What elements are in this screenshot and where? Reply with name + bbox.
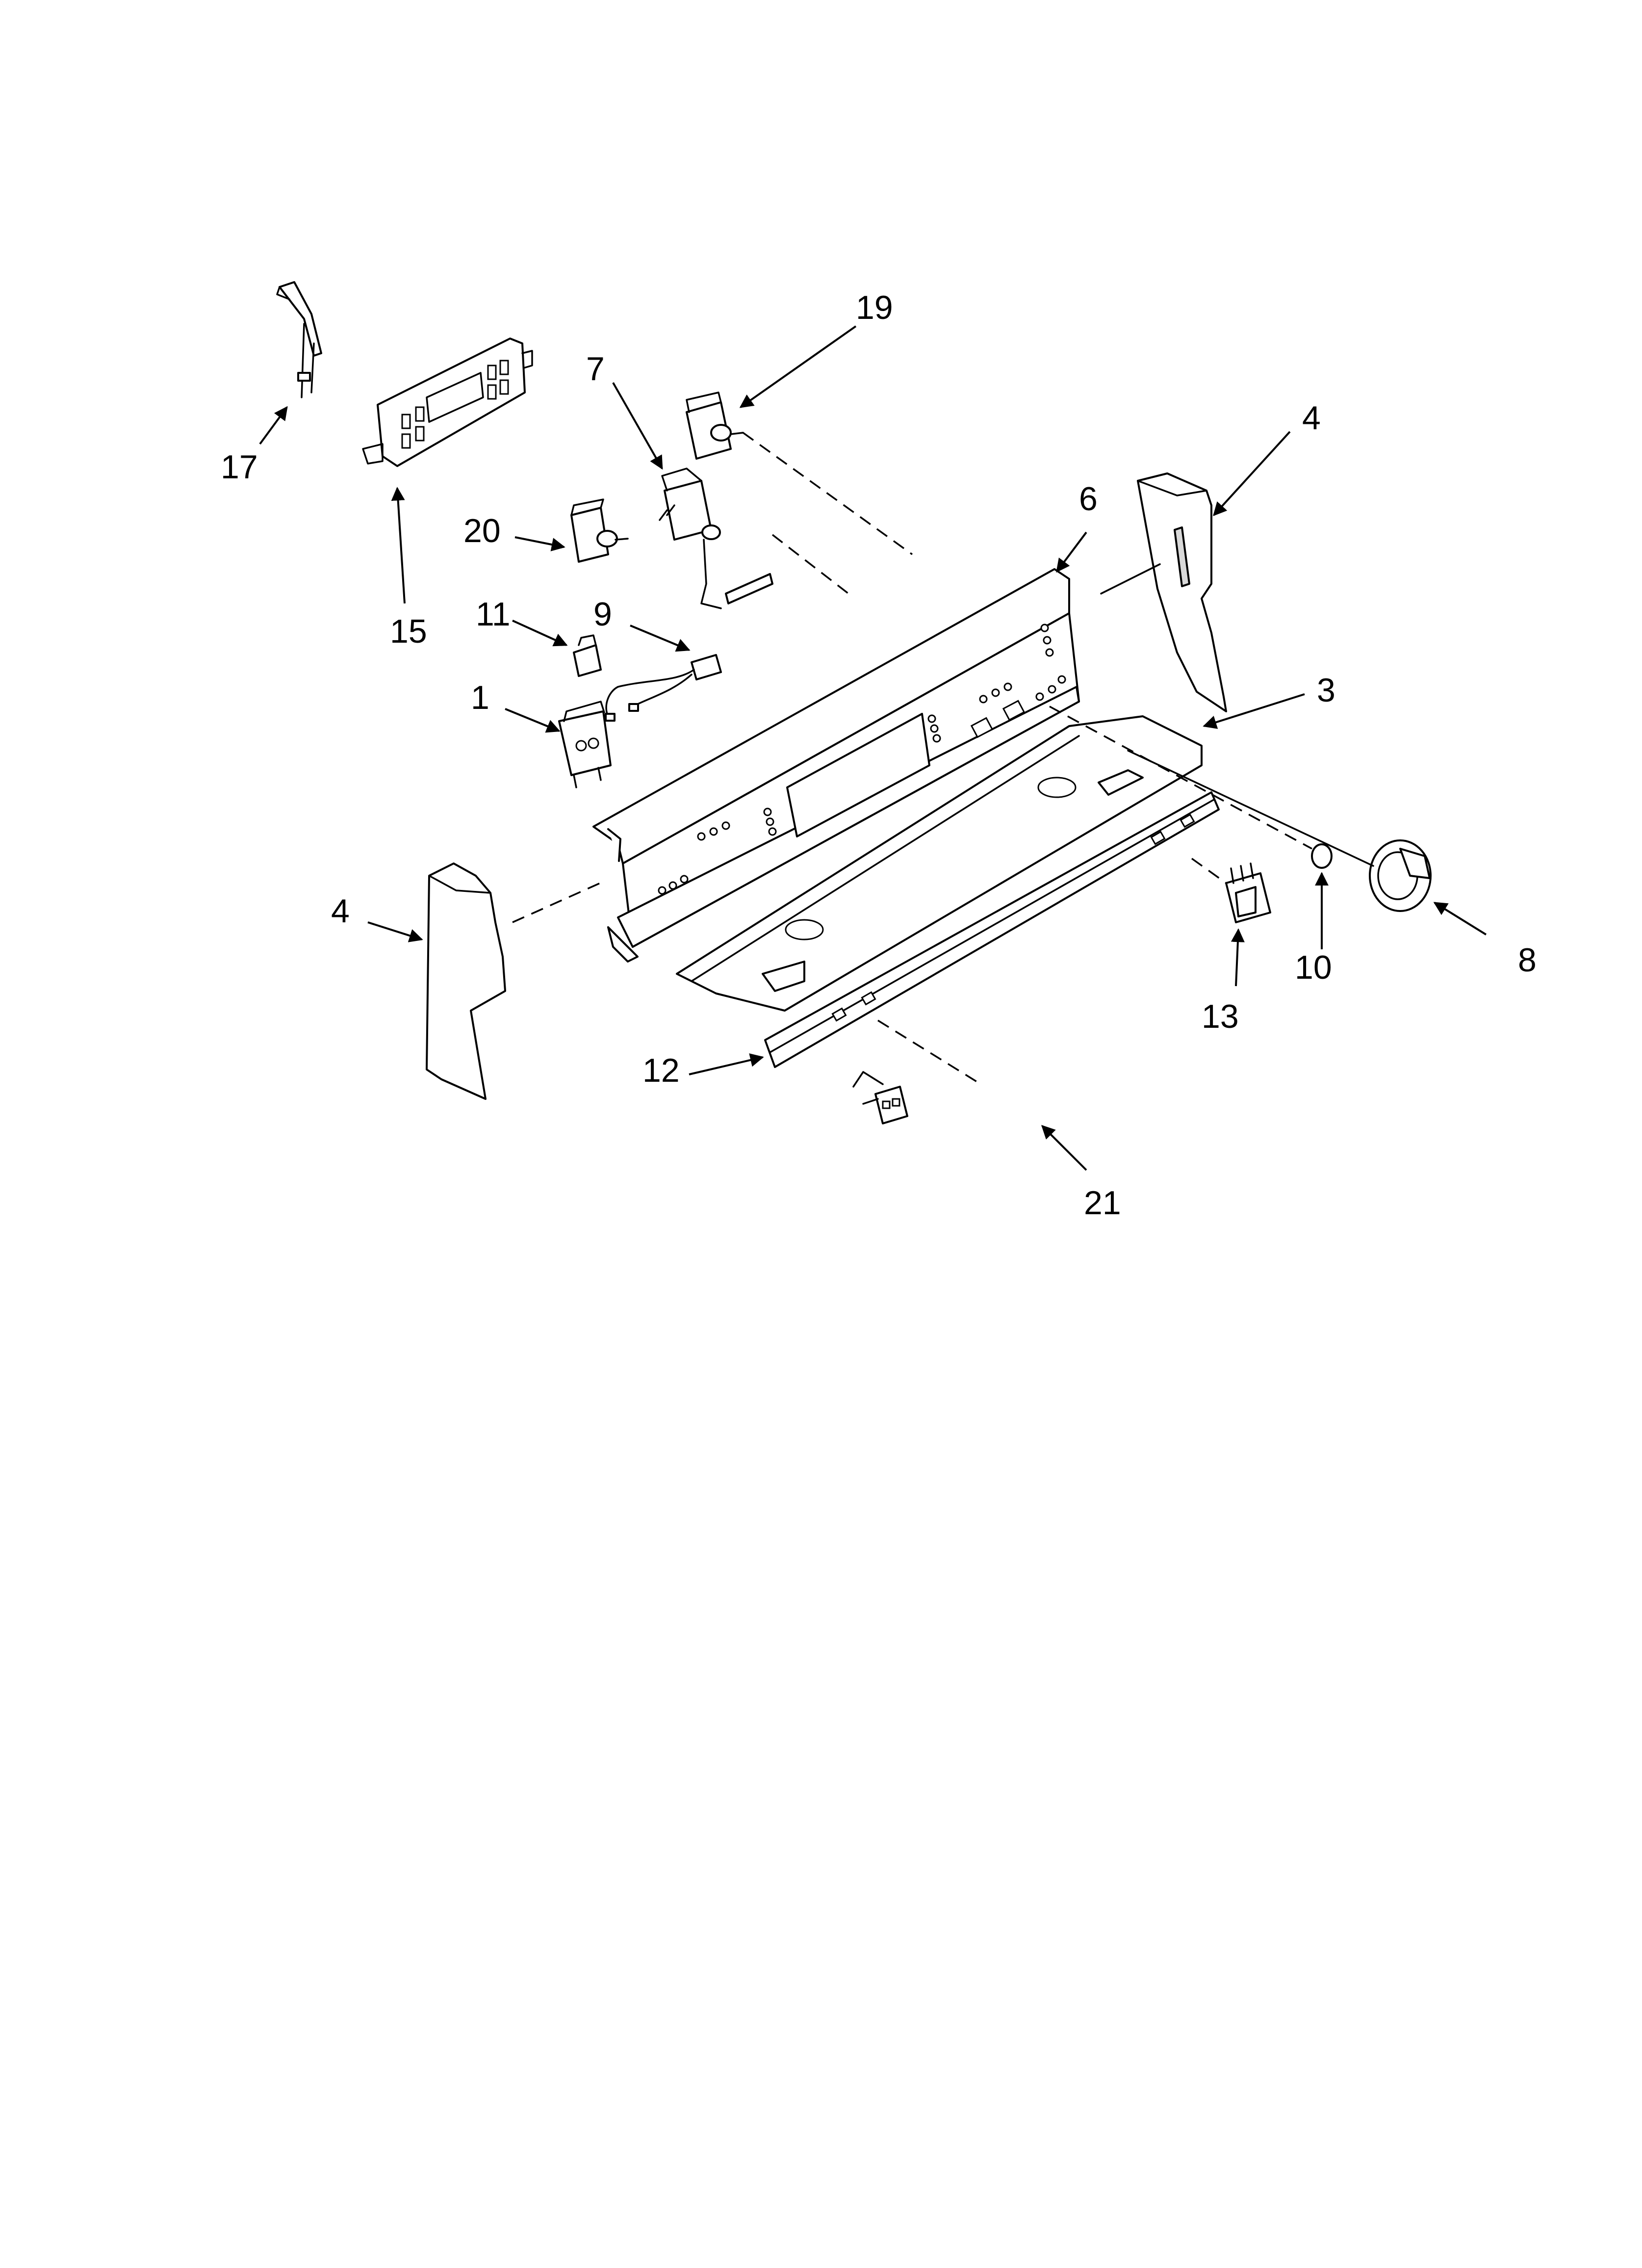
part-control-panel <box>592 568 1080 963</box>
callout-15: 15 <box>390 613 427 650</box>
callout-4-right: 4 <box>1302 399 1321 437</box>
callout-11: 11 <box>476 596 511 633</box>
part-switch-1 <box>558 701 612 788</box>
leader-arrows <box>259 325 1487 1171</box>
display-window <box>786 713 930 837</box>
callout-3: 3 <box>1317 672 1335 709</box>
callout-6: 6 <box>1079 480 1098 518</box>
part-bracket-17 <box>276 281 322 398</box>
callout-21: 21 <box>1084 1184 1121 1222</box>
callout-7: 7 <box>586 350 605 388</box>
part-switch-13 <box>1225 862 1271 923</box>
callout-13: 13 <box>1202 998 1239 1035</box>
part-cap <box>1311 843 1333 869</box>
part-relay-11 <box>573 634 602 677</box>
callout-19: 19 <box>856 289 893 326</box>
assembly-lines <box>512 432 1374 1085</box>
part-control-19 <box>686 391 744 460</box>
callout-9: 9 <box>593 596 612 633</box>
part-trim-strip <box>764 791 1220 1068</box>
part-connector-21 <box>852 1071 908 1124</box>
callout-20: 20 <box>463 512 501 549</box>
part-switch-7 <box>659 468 773 609</box>
callout-1: 1 <box>471 679 489 716</box>
part-control-board <box>362 338 533 467</box>
part-control-20 <box>570 498 629 563</box>
callout-17: 17 <box>221 448 258 486</box>
part-harness-9 <box>605 654 722 722</box>
part-end-cap-right <box>1137 472 1227 712</box>
part-knob <box>1369 839 1432 912</box>
callout-10: 10 <box>1295 949 1332 986</box>
callout-labels: 17 15 20 7 19 11 9 1 6 4 3 4 8 10 13 12 … <box>221 289 1537 1222</box>
callout-4-left: 4 <box>331 892 350 930</box>
part-panel-bracket <box>676 715 1203 1012</box>
part-end-cap-left <box>426 862 506 1100</box>
callout-12: 12 <box>642 1052 680 1089</box>
callout-8: 8 <box>1518 941 1537 979</box>
